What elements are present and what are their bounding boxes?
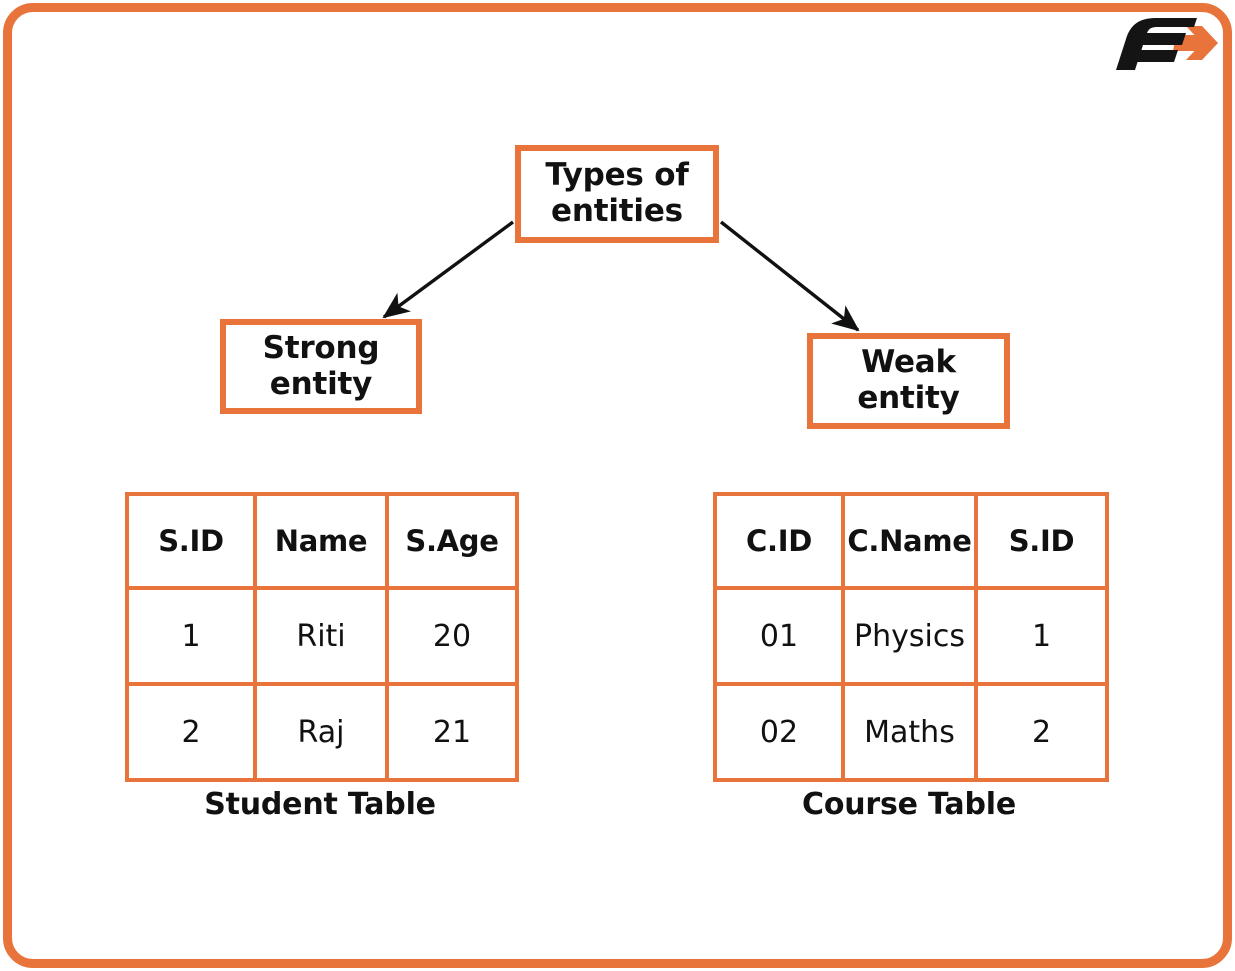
table-cell: 20 <box>385 586 519 686</box>
table-cell: 2 <box>125 682 257 782</box>
table-cell: 1 <box>125 586 257 686</box>
table-row: 01 Physics 1 <box>713 586 1109 686</box>
favtutor-f-arrow-logo <box>1116 12 1220 74</box>
column-header: S.ID <box>125 492 257 590</box>
node-root-line1: Types of <box>545 157 689 194</box>
student-table-caption: Student Table <box>204 787 436 822</box>
table-row: 2 Raj 21 <box>125 682 519 782</box>
column-header: S.ID <box>974 492 1109 590</box>
table-cell: Riti <box>253 586 389 686</box>
table-row: 02 Maths 2 <box>713 682 1109 782</box>
table-header-row: C.ID C.Name S.ID <box>713 492 1109 590</box>
column-header: C.Name <box>841 492 978 590</box>
table-cell: Maths <box>841 682 978 782</box>
table-cell: 02 <box>713 682 845 782</box>
table-cell: Raj <box>253 682 389 782</box>
node-strong-line2: entity <box>269 365 373 402</box>
table-header-row: S.ID Name S.Age <box>125 492 519 590</box>
course-table: C.ID C.Name S.ID 01 Physics 1 02 Maths 2 <box>713 492 1109 782</box>
student-table: S.ID Name S.Age 1 Riti 20 2 Raj 21 <box>125 492 519 782</box>
node-weak-line2: entity <box>857 380 960 416</box>
table-cell: 01 <box>713 586 845 686</box>
column-header: S.Age <box>385 492 519 590</box>
table-cell: Physics <box>841 586 978 686</box>
table-cell: 2 <box>974 682 1109 782</box>
table-cell: 1 <box>974 586 1109 686</box>
node-root-line2: entities <box>551 193 683 229</box>
course-table-caption: Course Table <box>802 787 1016 822</box>
table-cell: 21 <box>385 682 519 782</box>
column-header: Name <box>253 492 389 590</box>
node-weak-line1: Weak <box>861 344 956 381</box>
node-strong-line1: Strong <box>262 329 380 366</box>
table-row: 1 Riti 20 <box>125 586 519 686</box>
column-header: C.ID <box>713 492 845 590</box>
